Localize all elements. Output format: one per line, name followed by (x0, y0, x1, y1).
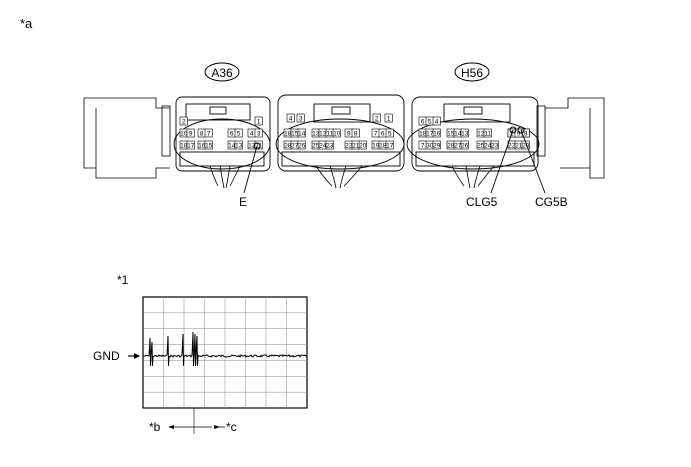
pin-30: 30 (426, 143, 434, 150)
connector-h56 (406, 96, 540, 172)
pin-26: 26 (461, 143, 469, 150)
pin-14: 14 (228, 143, 236, 150)
pin-19: 19 (372, 143, 380, 150)
svg-text:A36: A36 (211, 66, 233, 80)
pin-16: 16 (198, 143, 206, 150)
gnd-marker: GND (93, 349, 140, 363)
pin-10: 10 (180, 131, 188, 138)
pin-15: 15 (291, 131, 299, 138)
pin-28: 28 (447, 143, 455, 150)
pin-13: 13 (235, 143, 243, 150)
pin-9: 9 (347, 131, 351, 138)
pin-3: 3 (299, 116, 303, 123)
pin-3: 3 (257, 131, 261, 138)
pin-8: 8 (200, 131, 204, 138)
pin-11: 11 (255, 143, 262, 150)
harness-wires (209, 165, 495, 189)
pin-21: 21 (352, 143, 360, 150)
pin-25: 25 (477, 143, 485, 150)
pin-21: 21 (515, 143, 523, 150)
pin-22: 22 (345, 143, 353, 150)
pin-2: 2 (375, 116, 379, 123)
connector-a36 (173, 96, 271, 172)
pin-28: 28 (284, 143, 292, 150)
pin-17: 17 (386, 143, 394, 150)
pin-2: 2 (182, 119, 186, 126)
pin-20: 20 (359, 143, 367, 150)
pin-18: 18 (180, 143, 188, 150)
pin-4: 4 (250, 131, 254, 138)
pin-10: 10 (333, 131, 341, 138)
pin-7: 7 (207, 131, 211, 138)
leader-lines (243, 129, 546, 194)
svg-text:H56: H56 (461, 66, 483, 80)
pin-4: 4 (435, 119, 439, 126)
pin-27: 27 (291, 143, 299, 150)
pin-6: 6 (421, 119, 425, 126)
callout-a36: A36 (204, 62, 240, 82)
pin-26: 26 (298, 143, 306, 150)
pin-13: 13 (461, 131, 469, 138)
pin-5: 5 (428, 119, 432, 126)
pin-9: 9 (517, 131, 521, 138)
pin-23: 23 (326, 143, 334, 150)
pin-14: 14 (454, 131, 462, 138)
pin-7: 7 (421, 143, 425, 150)
pin-6: 6 (230, 131, 234, 138)
pin-4: 4 (289, 116, 293, 123)
pin-12: 12 (477, 131, 485, 138)
pin-marker-clg5 (509, 126, 517, 134)
pin-27: 27 (454, 143, 462, 150)
pin-14: 14 (298, 131, 306, 138)
pin-1: 1 (387, 116, 391, 123)
svg-text:*c: *c (226, 420, 237, 434)
pin-18: 18 (284, 131, 292, 138)
waveform-trace (143, 331, 308, 367)
pin-18: 18 (379, 143, 387, 150)
pin-17: 17 (187, 143, 195, 150)
pin-marker-cg5b (517, 126, 525, 134)
pin-5: 5 (388, 131, 392, 138)
pin-20: 20 (522, 143, 530, 150)
oscilloscope-screen (142, 296, 308, 409)
pin-15: 15 (205, 143, 213, 150)
pin-18: 18 (419, 131, 427, 138)
pin-16: 16 (433, 131, 441, 138)
pin-8: 8 (524, 131, 528, 138)
pin-12: 12 (319, 131, 327, 138)
pin-7: 7 (374, 131, 378, 138)
pin-12: 12 (248, 143, 256, 150)
pin-8: 8 (354, 131, 358, 138)
pin-5: 5 (237, 131, 241, 138)
svg-text:*b: *b (149, 420, 161, 434)
ecu-housing (83, 97, 605, 179)
svg-text:GND: GND (93, 349, 120, 363)
pin-23: 23 (491, 143, 499, 150)
waveform-label: *1 (117, 273, 129, 287)
pin-22: 22 (508, 143, 516, 150)
time-axis-annotation: *b *c (149, 408, 237, 434)
callout-h56: H56 (454, 62, 490, 82)
pin-1: 1 (257, 119, 261, 126)
terminal-label-cg5b: CG5B (535, 195, 568, 209)
pin-11: 11 (484, 131, 491, 138)
terminal-label-e: E (239, 195, 247, 209)
pin-9: 9 (189, 131, 193, 138)
pin-15: 15 (447, 131, 455, 138)
pin-6: 6 (381, 131, 385, 138)
pin-11: 11 (326, 131, 333, 138)
pin-marker-e (253, 142, 261, 150)
pin-25: 25 (312, 143, 320, 150)
pin-29: 29 (433, 143, 441, 150)
pin-24: 24 (484, 143, 492, 150)
pin-24: 24 (319, 143, 327, 150)
pin-13: 13 (312, 131, 320, 138)
pin-17: 17 (426, 131, 434, 138)
terminal-label-clg5: CLG5 (466, 195, 498, 209)
figure-label: *a (20, 16, 33, 31)
connector-middle (275, 94, 405, 172)
